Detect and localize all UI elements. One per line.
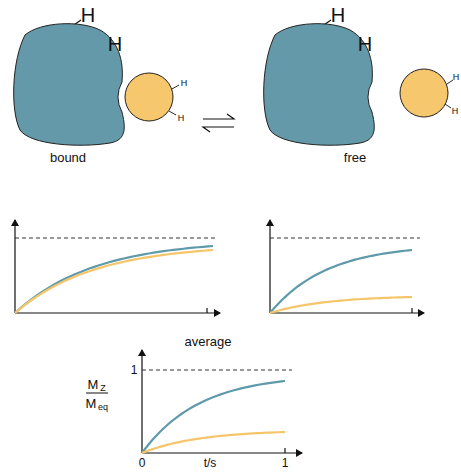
recovery-curve [270, 297, 412, 313]
free-species [264, 20, 453, 145]
dashed-level [142, 370, 292, 371]
recovery-curve [142, 432, 285, 453]
axis-tick [284, 448, 285, 453]
proton-label: H [181, 79, 188, 88]
plot-title: average [185, 335, 232, 348]
plot-axes [15, 220, 424, 453]
recovery-curves [15, 246, 412, 453]
proton-stick [172, 85, 179, 89]
protein-shape [14, 24, 125, 146]
x-axis [15, 312, 220, 313]
x-axis [270, 312, 424, 313]
tick-label: 1 [282, 457, 289, 469]
axis-subscript: Z [100, 384, 106, 393]
axis-label: M [88, 378, 99, 391]
recovery-curve [142, 381, 285, 453]
equilibrium-levels [15, 238, 420, 370]
ligand-circle [125, 73, 173, 121]
proton-label: H [452, 107, 459, 116]
proton-label: H [358, 34, 372, 54]
tick-label: 1 [131, 364, 138, 376]
y-axis [269, 220, 270, 313]
y-axis [141, 350, 142, 453]
recovery-curve [270, 250, 412, 313]
plot-title: free [344, 151, 366, 164]
proton-label: H [331, 5, 345, 25]
y-axis [14, 220, 15, 313]
equilibrium-arrows [203, 114, 234, 132]
fraction-bar [86, 393, 108, 394]
protein-shape [264, 24, 375, 146]
plot-title: bound [50, 151, 86, 164]
x-axis [142, 452, 302, 453]
axis-subscript: eq [98, 403, 108, 412]
axis-tick [411, 308, 412, 313]
proton-stick [447, 80, 453, 84]
proton-label: H [81, 5, 95, 25]
axis-label: t/s [204, 457, 217, 469]
axis-label: M [86, 397, 97, 410]
tick-label: 0 [139, 457, 146, 469]
dashed-level [270, 238, 420, 239]
bound-complex [14, 20, 179, 145]
proton-stick [169, 111, 176, 115]
dashed-level [15, 238, 215, 239]
proton-label: H [453, 73, 460, 82]
recovery-curve [15, 246, 213, 313]
proton-label: H [178, 114, 185, 123]
free-protein [264, 20, 375, 145]
proton-label: H [108, 34, 122, 54]
forward-harpoon [203, 114, 234, 119]
axis-tick [206, 308, 207, 313]
reverse-harpoon [203, 127, 234, 132]
recovery-curve [15, 250, 213, 313]
proton-stick [445, 104, 451, 108]
ligand-circle [400, 69, 448, 117]
